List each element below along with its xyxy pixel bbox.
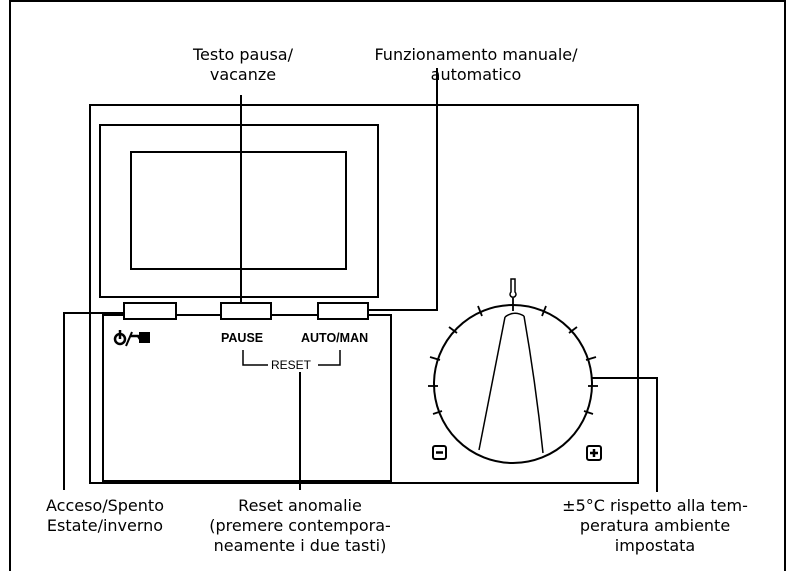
- display-screen: [130, 151, 347, 270]
- callout-manual-line-1: Funzionamento manuale/: [374, 45, 578, 64]
- knob-ticks: [428, 298, 598, 415]
- callout-temp-line-1: ±5°C rispetto alla tem-: [562, 496, 748, 515]
- callout-reset-faults: Reset anomalie (premere contempora- neam…: [195, 496, 405, 556]
- minus-icon[interactable]: [432, 445, 447, 460]
- temperature-knob[interactable]: [433, 304, 593, 464]
- reset-bracket: [242, 350, 341, 366]
- auto-man-button[interactable]: [317, 302, 369, 320]
- pause-button[interactable]: [220, 302, 272, 320]
- callout-manual-auto: Funzionamento manuale/ automatico: [337, 45, 615, 85]
- callout-pause-line-2: vacanze: [209, 65, 277, 84]
- callout-on-off-line-2: Estate/inverno: [46, 516, 164, 535]
- callout-on-off-line-1: Acceso/Spento: [46, 496, 164, 515]
- display-bezel: [99, 124, 379, 298]
- callout-reset-line-1: Reset anomalie: [238, 496, 362, 515]
- callout-pause-vacation: Testo pausa/ vacanze: [178, 45, 308, 85]
- callout-manual-line-2: automatico: [430, 65, 522, 84]
- on-off-button[interactable]: [123, 302, 177, 320]
- callout-temp-line-2: peratura ambiente: [579, 516, 731, 535]
- device-body: [89, 104, 639, 484]
- on-off-symbol-icon: [113, 330, 150, 347]
- callout-reset-line-3: neamente i due tasti): [213, 536, 387, 555]
- callout-pause-line-1: Testo pausa/: [192, 45, 293, 64]
- callout-temperature-offset: ±5°C rispetto alla tem- peratura ambient…: [530, 496, 780, 556]
- reset-label: RESET: [270, 358, 313, 372]
- pause-label: PAUSE: [221, 331, 264, 345]
- outer-frame: [9, 0, 786, 571]
- thermometer-icon: [509, 278, 517, 298]
- callout-temp-line-3: impostata: [614, 536, 696, 555]
- callout-reset-line-2: (premere contempora-: [209, 516, 391, 535]
- callout-on-off: Acceso/Spento Estate/inverno: [28, 496, 182, 536]
- auto-man-label: AUTO/MAN: [301, 331, 369, 345]
- plus-icon[interactable]: [586, 445, 602, 461]
